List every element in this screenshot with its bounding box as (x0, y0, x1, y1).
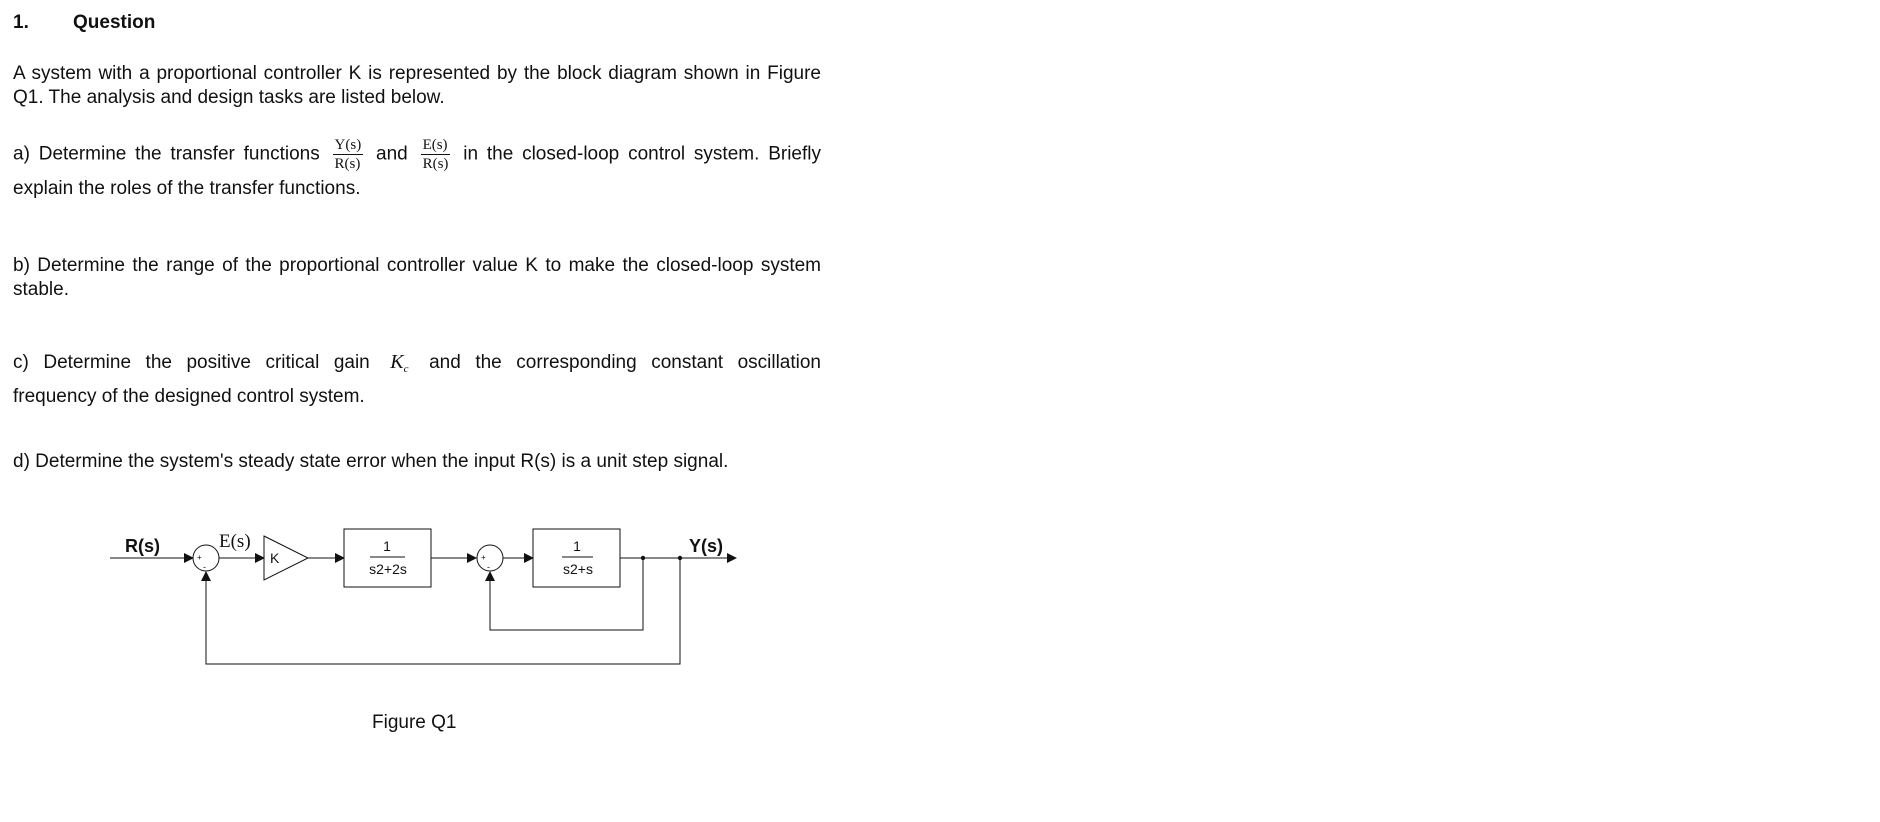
outer-feedback-path (201, 558, 681, 665)
critical-gain-symbol: Kc (390, 351, 409, 375)
block1-numerator: 1 (383, 538, 391, 554)
part-a-text-middle: and (376, 143, 408, 165)
block1-denominator: s2+2s (369, 561, 407, 577)
transfer-block-1 (343, 528, 432, 588)
question-number: 1. (13, 12, 29, 33)
part-c: c) Determine the positive critical gain … (13, 350, 821, 409)
part-a-text-before: a) Determine the transfer functions (13, 143, 320, 165)
input-label: R(s) (125, 536, 160, 556)
inner-feedback-path (485, 558, 644, 631)
block-diagram: R(s) E(s) Y(s) + - K 1 s2+2s + - 1 s2+s (110, 528, 737, 665)
fraction-e-over-r: E(s)R(s) (420, 137, 451, 172)
block2-denominator: s2+s (563, 561, 593, 577)
block2-numerator: 1 (573, 538, 581, 554)
output-label: Y(s) (689, 536, 723, 556)
part-a-text-after: in the closed-loop control system. Brief… (463, 143, 821, 165)
gain-label: K (270, 550, 280, 566)
part-c-text-after: and the corresponding constant oscillati… (429, 352, 822, 373)
gain-block-k (263, 535, 310, 581)
part-a: a) Determine the transfer functions Y(s)… (13, 136, 821, 201)
error-label: E(s) (219, 531, 251, 552)
fraction-y-over-r: Y(s)R(s) (332, 137, 364, 172)
sum2-plus-sign: + (481, 553, 486, 562)
part-b: b) Determine the range of the proportion… (13, 255, 821, 300)
part-c-line2: frequency of the designed control system… (13, 386, 365, 407)
intro-paragraph: A system with a proportional controller … (13, 63, 821, 108)
question-title: Question (73, 12, 156, 33)
part-d: d) Determine the system's steady state e… (13, 451, 729, 472)
sum2-minus-sign: - (487, 562, 490, 572)
sum1-plus-sign: + (197, 553, 202, 562)
question-heading: 1. Question (13, 12, 155, 34)
part-c-text-before: c) Determine the positive critical gain (13, 352, 370, 373)
part-a-line2: explain the roles of the transfer functi… (13, 178, 361, 199)
figure-caption: Figure Q1 (372, 712, 457, 733)
sum1-minus-sign: - (203, 562, 206, 572)
